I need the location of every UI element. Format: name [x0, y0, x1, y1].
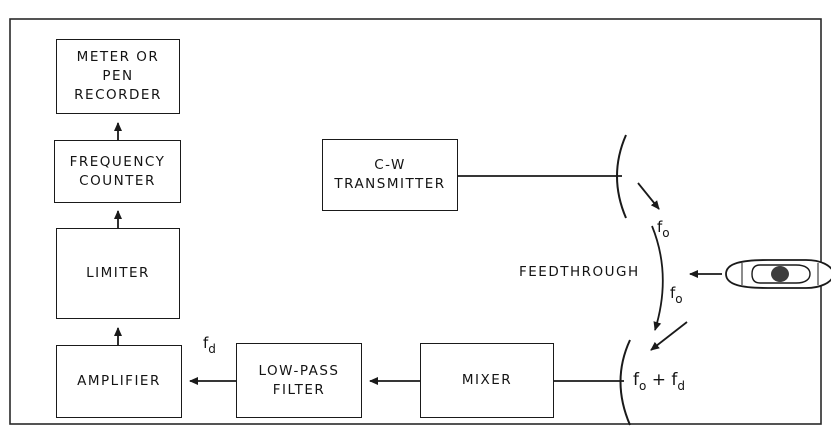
amplifier-label: AMPLIFIER: [77, 372, 161, 391]
fd-label-filter-output: fd: [203, 334, 216, 356]
amplifier-block: AMPLIFIER: [56, 345, 182, 418]
meter-or-pen-recorder-block: METER OR PEN RECORDER: [56, 39, 180, 114]
lowpass-label-line2: FILTER: [273, 381, 326, 400]
transmitter-label-line2: TRANSMITTER: [334, 175, 445, 194]
mixer-label: MIXER: [462, 371, 512, 390]
counter-label-line1: FREQUENCY: [70, 153, 166, 172]
fo-plus-fd-label: fo + fd: [633, 370, 685, 393]
receive-antenna-icon: [621, 340, 631, 425]
meter-label-line1: METER OR: [77, 48, 160, 67]
fo-label-feedthrough: fo: [670, 284, 683, 306]
fo-label-transmit: fo: [657, 218, 670, 240]
frequency-counter-block: FREQUENCY COUNTER: [54, 140, 181, 203]
limiter-label: LIMITER: [86, 264, 150, 283]
feedthrough-arrow: [652, 226, 663, 330]
meter-label-line3: RECORDER: [74, 86, 162, 105]
limiter-block: LIMITER: [56, 228, 180, 319]
low-pass-filter-block: LOW-PASS FILTER: [236, 343, 362, 418]
car-icon: [726, 260, 831, 288]
lowpass-label-line1: LOW-PASS: [259, 362, 340, 381]
counter-label-line2: COUNTER: [79, 172, 156, 191]
transmitter-label-line1: C-W: [374, 156, 406, 175]
feedthrough-label: FEEDTHROUGH: [519, 264, 640, 280]
cw-transmitter-block: C-W TRANSMITTER: [322, 139, 458, 211]
transmit-wave-arrow: [638, 183, 659, 209]
mixer-block: MIXER: [420, 343, 554, 418]
meter-label-line2: PEN: [102, 67, 133, 86]
